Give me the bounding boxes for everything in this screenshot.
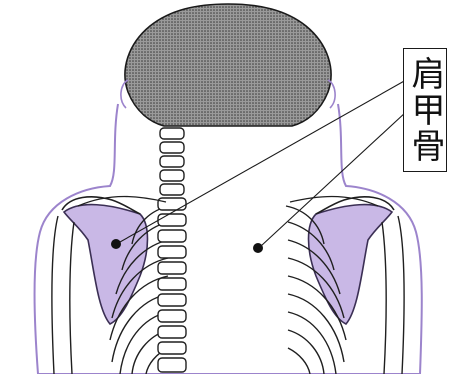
- right-humerus: [382, 216, 404, 374]
- head: [125, 4, 331, 126]
- left-scapula-marker: [111, 239, 121, 249]
- scapula-label: 肩甲骨: [408, 56, 442, 164]
- right-scapula-marker: [253, 243, 263, 253]
- spine: [158, 128, 186, 372]
- right-scapula: [309, 205, 393, 324]
- left-humerus: [52, 216, 74, 374]
- scapula-label-box: 肩甲骨: [403, 48, 447, 172]
- left-scapula: [64, 205, 148, 324]
